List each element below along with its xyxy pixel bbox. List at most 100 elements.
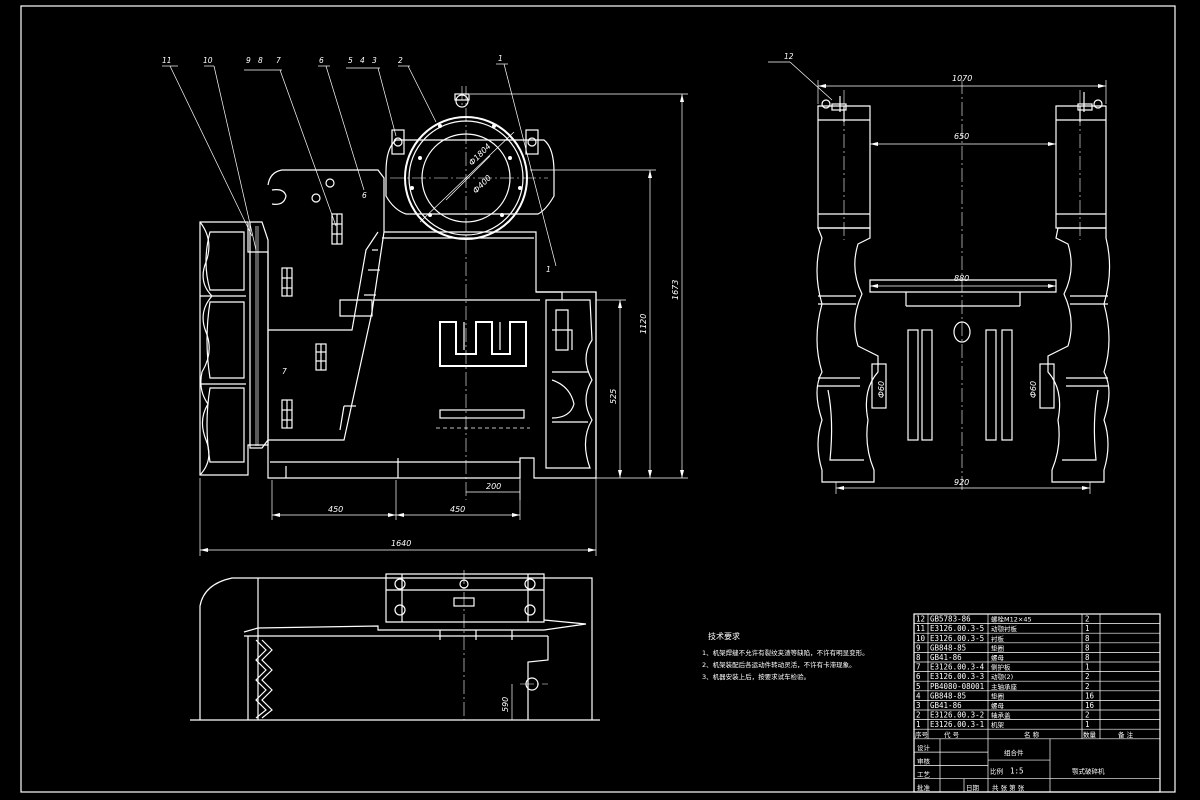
title-assembly: 组合件 bbox=[1004, 748, 1024, 757]
bom-header-note: 备 注 bbox=[1118, 730, 1134, 739]
bom-row-qty: 2 bbox=[1085, 711, 1090, 720]
bom-header-no: 序号 bbox=[915, 730, 929, 739]
label-part-9: 9 bbox=[246, 56, 251, 65]
tech-req-heading: 技术要求 bbox=[708, 631, 740, 641]
dim-base-height: 525 bbox=[609, 389, 618, 404]
bom-row-no: 1 bbox=[916, 720, 921, 729]
bom-row-qty: 1 bbox=[1085, 624, 1090, 633]
bom-row-code: GB848-85 bbox=[930, 691, 966, 700]
title-design: 设计 bbox=[917, 743, 931, 752]
bom-row-no: 4 bbox=[916, 691, 921, 700]
bom-row-code: E3126.00.3-1 bbox=[930, 720, 984, 729]
label-part-11: 11 bbox=[162, 56, 172, 65]
tech-req-3: 3、机器安装上后，按要求试车检验。 bbox=[702, 672, 810, 681]
bom-row-no: 5 bbox=[916, 682, 921, 691]
bom-row-code: GB848-85 bbox=[930, 643, 966, 652]
bom-row-qty: 2 bbox=[1085, 672, 1090, 681]
bom-row-code: PB4080-08001 bbox=[930, 682, 984, 691]
label-part-4: 4 bbox=[360, 56, 365, 65]
bom-row-qty: 16 bbox=[1085, 691, 1095, 700]
bom-row-code: GB41-86 bbox=[930, 701, 962, 710]
title-process: 工艺 bbox=[917, 771, 931, 779]
title-drawing-name: 颚式破碎机 bbox=[1072, 766, 1105, 775]
bom-row-qty: 8 bbox=[1085, 643, 1090, 652]
bom-row-no: 3 bbox=[916, 701, 921, 710]
dim-front-height: 1673 bbox=[671, 280, 680, 300]
drawing-frame bbox=[20, 5, 1176, 793]
dim-side-top: 1070 bbox=[952, 74, 972, 83]
bom-row-code: GB41-86 bbox=[930, 653, 962, 662]
bom-row-code: GB5783-86 bbox=[930, 615, 971, 624]
label-part-2: 2 bbox=[398, 56, 403, 65]
bom-row-name: 螺母 bbox=[991, 653, 1005, 662]
dim-flywheel-inner: Ф400 bbox=[471, 173, 493, 195]
dim-side-inner: 880 bbox=[954, 274, 969, 283]
bom-row-no: 2 bbox=[916, 711, 921, 720]
front-view: 1640 450 450 200 1673 1120 525 Ф1804 Ф40… bbox=[162, 54, 688, 556]
bom-header-name: 名 称 bbox=[1024, 730, 1040, 739]
bom-row-no: 7 bbox=[916, 663, 921, 672]
bom-row-name: 衬板 bbox=[991, 634, 1005, 643]
bom-header-code: 代 号 bbox=[944, 730, 960, 739]
bom-row-name: 主轴承座 bbox=[991, 682, 1018, 691]
label-part-7-body: 7 bbox=[282, 367, 287, 376]
bom-row-code: E3126.00.3-5 bbox=[930, 624, 984, 633]
bom-row-no: 8 bbox=[916, 653, 921, 662]
bom-row-qty: 2 bbox=[1085, 615, 1090, 624]
tech-requirements: 技术要求 1、机架焊缝不允许有裂纹夹渣等缺陷，不许有明显变形。 2、机架装配后各… bbox=[702, 631, 869, 681]
dim-flywheel-outer: Ф1804 bbox=[467, 142, 493, 168]
title-scale-label: 比例 bbox=[990, 766, 1003, 775]
bom-row-name: 垫圈 bbox=[991, 643, 1004, 652]
bom-row-name: 垫圈 bbox=[991, 691, 1004, 700]
title-date: 日期 bbox=[966, 784, 980, 792]
bom-row-name: 侧护板 bbox=[991, 663, 1011, 672]
bom-row-name: 机架 bbox=[991, 720, 1005, 729]
bom-row-name: 螺母 bbox=[991, 701, 1005, 710]
label-part-6-body: 6 bbox=[362, 191, 367, 200]
title-check: 审核 bbox=[917, 756, 931, 765]
dim-plan-height: 590 bbox=[501, 697, 510, 712]
bom-row-qty: 1 bbox=[1085, 663, 1090, 672]
label-part-12: 12 bbox=[784, 52, 794, 61]
dim-base-right: 450 bbox=[450, 505, 465, 514]
label-part-1: 1 bbox=[498, 54, 503, 63]
bom-row-code: E3126.00.3-2 bbox=[930, 711, 984, 720]
bom-row-no: 9 bbox=[916, 643, 921, 652]
title-scale: 1:5 bbox=[1010, 766, 1024, 775]
plan-view: 590 bbox=[190, 570, 600, 721]
bom-row-name: 螺栓M12×45 bbox=[991, 615, 1032, 624]
label-part-7: 7 bbox=[276, 56, 281, 65]
bom-row-name: 轴承盖 bbox=[991, 711, 1011, 720]
label-part-8: 8 bbox=[258, 56, 263, 65]
bom-row-code: E3126.00.3-3 bbox=[930, 672, 984, 681]
title-approve: 批准 bbox=[917, 783, 931, 792]
bom-header-qty: 数量 bbox=[1083, 730, 1097, 739]
dim-side-base: 920 bbox=[954, 478, 969, 487]
dim-side-left-small: Ф60 bbox=[877, 381, 886, 398]
label-part-5: 5 bbox=[348, 56, 353, 65]
title-sheet: 共 张 第 张 bbox=[992, 783, 1025, 792]
bom-row-qty: 8 bbox=[1085, 634, 1090, 643]
bom-row-no: 10 bbox=[916, 634, 926, 643]
dim-offset: 200 bbox=[486, 482, 501, 491]
dim-front-width: 1640 bbox=[391, 539, 411, 548]
dim-side-right-small: Ф60 bbox=[1029, 381, 1038, 398]
tech-req-1: 1、机架焊缝不允许有裂纹夹渣等缺陷，不许有明显变形。 bbox=[702, 648, 869, 657]
label-part-1-body: 1 bbox=[546, 265, 551, 274]
label-part-10: 10 bbox=[203, 56, 213, 65]
dim-side-mid: 650 bbox=[954, 132, 969, 141]
bom-row-qty: 16 bbox=[1085, 701, 1095, 710]
bom-row-no: 12 bbox=[916, 615, 925, 624]
label-part-6: 6 bbox=[319, 56, 324, 65]
bom-row-no: 6 bbox=[916, 672, 921, 681]
bom-row-qty: 1 bbox=[1085, 720, 1090, 729]
label-part-3: 3 bbox=[372, 56, 377, 65]
tech-req-2: 2、机架装配后各运动件转动灵活，不许有卡滞现象。 bbox=[702, 660, 856, 669]
bom-row-qty: 8 bbox=[1085, 653, 1090, 662]
bom-row-qty: 2 bbox=[1085, 682, 1090, 691]
bom-row-code: E3126.00.3-4 bbox=[930, 663, 985, 672]
side-view: 1070 650 880 920 Ф60 Ф60 12 bbox=[768, 52, 1111, 494]
bom-row-code: E3126.00.3-5 bbox=[930, 634, 984, 643]
